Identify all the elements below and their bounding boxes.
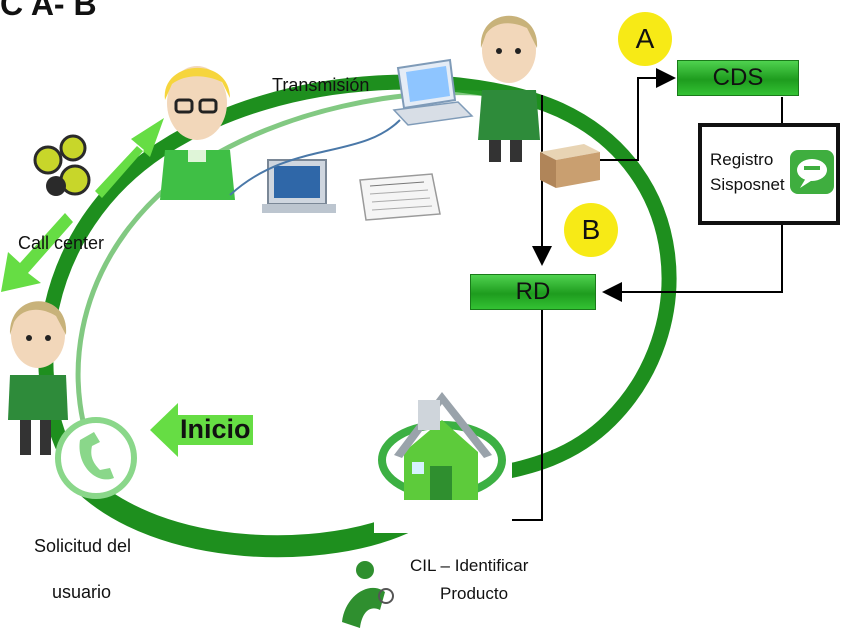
house-icon	[374, 378, 512, 533]
glasses-user-icon	[160, 66, 235, 200]
title-fragment: C A- B	[0, 0, 97, 22]
solicitud-label-line1: Solicitud del	[34, 536, 132, 556]
phone-icon	[55, 417, 137, 499]
inicio-arrow-shape	[150, 403, 253, 457]
cil-label-line2: Producto	[440, 584, 509, 603]
cds-box: CDS	[677, 60, 799, 96]
chat-bubble-icon	[790, 150, 834, 194]
document-icon	[359, 173, 441, 221]
green-arrow-down	[1, 213, 73, 292]
registro-label-line2: Sisposnet	[710, 175, 785, 194]
cil-label-line1: CIL – Identificar	[410, 556, 529, 575]
laptop-icon	[392, 58, 474, 126]
green-arrow-up	[95, 118, 164, 198]
badge-b: B	[564, 203, 618, 257]
call-center-label: Call center	[18, 233, 105, 253]
solicitud-label-line2: usuario	[52, 582, 112, 602]
caller-avatar-icon	[8, 301, 68, 455]
user-avatar-icon	[478, 15, 540, 162]
cardboard-box-icon	[540, 144, 600, 188]
call-center-balls-icon	[33, 134, 91, 196]
cycle-ring-inner	[69, 469, 421, 558]
desktop-computer-icon	[229, 119, 401, 213]
registro-label-line1: Registro	[710, 150, 774, 169]
transmision-label: Transmisión	[272, 75, 370, 95]
badge-a: A	[618, 12, 672, 66]
registro-to-rd-connector	[602, 225, 783, 302]
magnifier-person-icon	[342, 561, 394, 628]
box-to-cds-connector	[598, 68, 676, 161]
rd-to-house-connector	[505, 310, 543, 521]
inicio-label: Inicio	[180, 414, 251, 444]
rd-box: RD	[470, 274, 596, 310]
